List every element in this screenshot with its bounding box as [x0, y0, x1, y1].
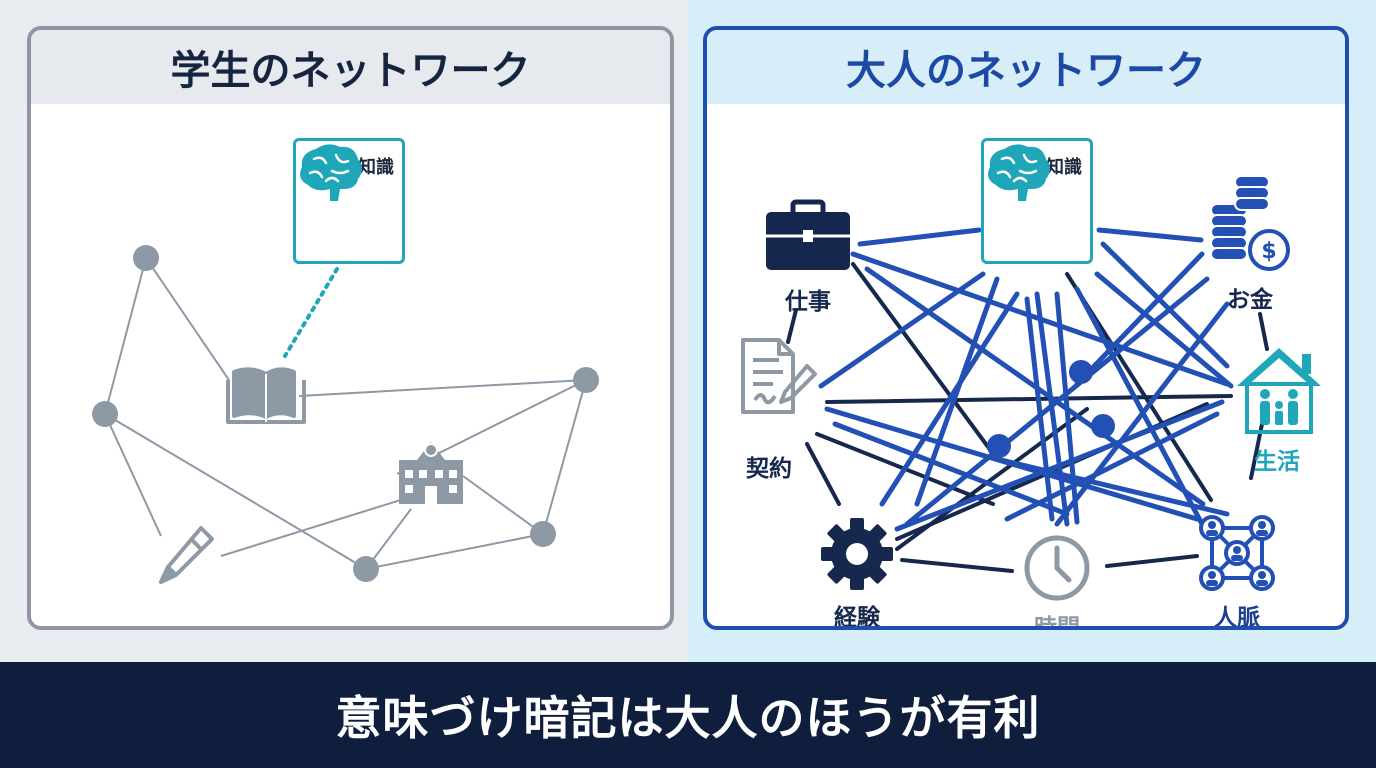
clock-icon [1024, 535, 1090, 601]
coins-icon: $ [1210, 175, 1290, 271]
student-network-links [104, 257, 587, 570]
adult-network-title: 大人のネットワーク [707, 30, 1345, 104]
gear-icon [821, 518, 893, 590]
book-icon [226, 367, 306, 424]
network-node [530, 521, 556, 547]
student-network-panel: 学生のネットワーク [27, 26, 674, 630]
student-network-nodes [92, 245, 599, 582]
adult-network-panel: 大人のネットワーク [703, 26, 1349, 630]
people-network-icon [1199, 515, 1275, 591]
adult-network-diagram: $ [707, 104, 1345, 626]
network-node [353, 556, 379, 582]
network-node [133, 245, 159, 271]
node-label-relations: 人脈 [1214, 605, 1260, 630]
new-knowledge-box: 新しい知識 [293, 138, 405, 264]
school-icon [399, 442, 463, 504]
footer-banner: 意味づけ暗記は大人のほうが有利 [0, 662, 1376, 768]
adult-network-hubs [987, 360, 1115, 458]
student-network-diagram: 新しい知識 [31, 104, 670, 626]
node-label-money: お金 [1227, 287, 1273, 313]
node-label-contract: 契約 [746, 456, 792, 482]
adult-network-links-blue [818, 227, 1234, 532]
adult-network-graph: $ [741, 175, 1321, 601]
brain-icon [300, 144, 362, 201]
svg-text:$: $ [1261, 239, 1276, 264]
knowledge-link-dotted [283, 267, 339, 358]
family-home-icon [1237, 348, 1321, 434]
node-label-experience: 経験 [834, 605, 880, 630]
network-node [987, 434, 1011, 458]
briefcase-icon [766, 199, 850, 270]
network-node [1091, 414, 1115, 438]
node-label-life: 生活 [1254, 449, 1300, 475]
new-knowledge-box: 新しい知識 [981, 138, 1093, 264]
node-label-time: 時間 [1034, 615, 1080, 630]
student-network-title: 学生のネットワーク [31, 30, 670, 104]
network-node [573, 367, 599, 393]
brain-icon [988, 144, 1050, 201]
network-node [92, 401, 118, 427]
network-node [1069, 360, 1093, 384]
node-label-work: 仕事 [785, 289, 831, 315]
student-network-graph [92, 245, 599, 584]
contract-icon [741, 338, 817, 414]
pencil-icon [159, 526, 214, 584]
